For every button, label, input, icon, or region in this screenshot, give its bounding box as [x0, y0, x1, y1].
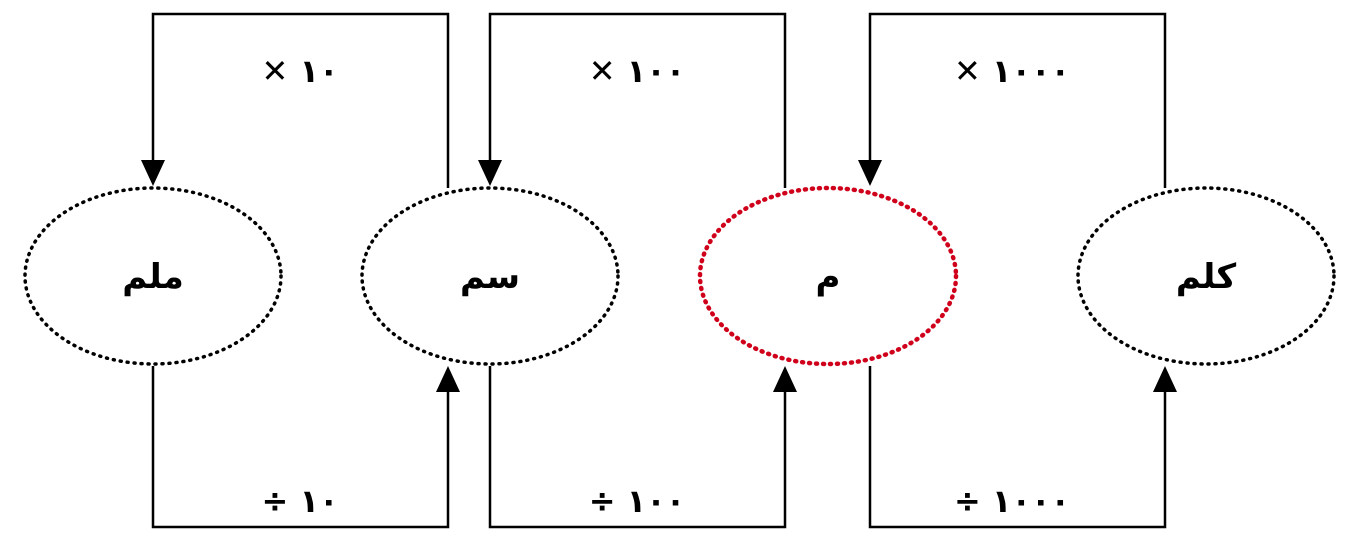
unit-node-cm: [360, 186, 620, 366]
multiply-connector-m-to-cm: [478, 12, 787, 188]
divide-label-10: ١٠ ÷: [261, 482, 338, 520]
multiply-connector-km-to-m: [858, 12, 1167, 188]
unit-label-mm: ملم: [122, 257, 184, 297]
divide-label-1000: ١٠٠٠ ÷: [954, 482, 1070, 520]
divide-label-100: ١٠٠ ÷: [589, 482, 686, 520]
unit-node-mm: [23, 186, 283, 366]
multiply-label-10: ١٠ ✕: [261, 52, 338, 90]
unit-label-m: م: [816, 257, 841, 297]
divide-connector-m-to-km: [868, 366, 1177, 529]
divide-connector-cm-to-m: [488, 366, 797, 529]
divide-connector-mm-to-cm: [151, 366, 460, 529]
unit-label-cm: سم: [460, 257, 520, 297]
unit-node-m: [697, 185, 959, 367]
multiply-connector-cm-to-mm: [141, 12, 450, 188]
unit-node-km: [1076, 186, 1336, 366]
multiply-label-100: ١٠٠ ✕: [589, 52, 686, 90]
multiply-label-1000: ١٠٠٠ ✕: [954, 52, 1070, 90]
unit-label-km: كلم: [1176, 257, 1237, 297]
